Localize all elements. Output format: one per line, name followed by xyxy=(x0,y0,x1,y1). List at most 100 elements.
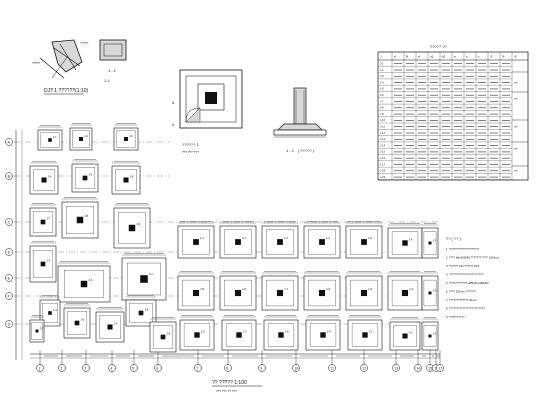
footing-label: J-2 xyxy=(88,278,92,282)
footing: J-1 xyxy=(261,271,299,311)
schedule-row-label: J-14 xyxy=(380,143,386,147)
col-axis-bubble xyxy=(436,364,444,372)
col-axis-label: 4 xyxy=(110,366,112,370)
footing-plan-detail: A A ?????? 1 ??? ??? ??? xyxy=(172,69,243,154)
note-line: 9. ???????? ?? xyxy=(446,315,465,319)
footing-label: J-9 xyxy=(166,332,170,336)
note-line: 4. ??????????????????????? xyxy=(446,273,484,277)
col-axis-bubble xyxy=(224,364,232,372)
schedule-row-label: J-16 xyxy=(380,156,386,160)
footing-label: J-9 xyxy=(136,222,140,226)
col-axis-label: 2 xyxy=(60,366,62,370)
col-axis-label: 3 xyxy=(84,366,86,370)
col-axis-label: 12 xyxy=(362,366,366,370)
col-axis-bubble xyxy=(360,364,368,372)
footing: J-7 xyxy=(221,315,257,351)
schedule-row-label: J-8 xyxy=(380,106,384,110)
footing-label: J-2 xyxy=(242,236,246,240)
column-mark xyxy=(192,289,200,297)
footing-label: J-1 xyxy=(46,259,50,263)
row-axis-label: A xyxy=(8,140,11,144)
column-mark xyxy=(402,333,408,339)
column-mark xyxy=(123,177,129,183)
note-line: 6. ???? 300mm ??????? xyxy=(446,290,476,294)
schedule-row-label: J-13 xyxy=(380,137,386,141)
col-axis-label: 8 xyxy=(226,366,228,370)
row-axis-bubble xyxy=(5,218,13,226)
schedule-row-label: J-10 xyxy=(380,118,386,122)
col-axis-label: 5 xyxy=(132,366,134,370)
footing-label: J-9 xyxy=(242,287,246,291)
col-axis-bubble xyxy=(194,364,202,372)
schedule-row-label: J-3 xyxy=(380,74,384,78)
col-axis-bubble xyxy=(414,364,422,372)
row-axis-label: G xyxy=(8,322,11,326)
row-axis-label: E xyxy=(8,276,11,280)
footing-label: J-6 xyxy=(114,321,118,325)
footing: J-1 xyxy=(37,125,63,151)
svg-text:1 - 1: 1 - 1 xyxy=(108,68,117,73)
footing: J-3 xyxy=(421,317,439,351)
col-axis-bubble xyxy=(108,364,116,372)
column-mark xyxy=(318,289,326,297)
col-axis-label: 14 xyxy=(416,366,420,370)
detail-a-caption: DJ? 1 ??????(1:10) xyxy=(44,88,89,94)
footing-plan-caption: ?????? 1 xyxy=(182,142,199,147)
row-axis-label: D xyxy=(8,250,11,254)
col-axis-label: 15 xyxy=(428,366,432,370)
schedule-side-note: ?? xyxy=(514,125,518,129)
footing: J-9 xyxy=(219,271,257,311)
svg-text:?????: ????? xyxy=(32,61,41,65)
column-mark xyxy=(41,177,47,183)
column-mark xyxy=(402,240,408,246)
column-mark xyxy=(48,311,52,315)
footing: J-3 xyxy=(345,271,383,311)
schedule-side-note: ?? xyxy=(514,81,518,85)
row-axis-label: F xyxy=(8,294,11,298)
col-axis-bubble xyxy=(154,364,162,372)
main-plan-title: ?? ????? 1:100 xyxy=(212,380,247,386)
column-mark xyxy=(48,138,52,142)
footing-label: J-6 xyxy=(130,174,134,178)
col-axis-label: 7 xyxy=(196,366,198,370)
footing: J-5 xyxy=(345,221,383,259)
footing-label: J-2 xyxy=(409,330,413,334)
footing-label: J-1 xyxy=(369,329,373,333)
footing: J-5 xyxy=(63,303,91,339)
footing: J-4 xyxy=(303,221,341,259)
column-mark xyxy=(194,332,200,338)
footing: J-2 xyxy=(389,317,421,351)
schedule-header: J xyxy=(380,55,382,59)
footing: J-7 xyxy=(29,315,45,343)
note-line: 7. ????????????? 40mm xyxy=(446,298,477,302)
row-axis-bubble xyxy=(5,320,13,328)
col-axis-bubble xyxy=(130,364,138,372)
column-mark xyxy=(160,334,166,340)
schedule-header: H xyxy=(418,55,420,59)
schedule-header: h1 xyxy=(430,55,434,59)
footing: J-7 xyxy=(421,223,439,259)
column-mark xyxy=(428,241,432,245)
schedule-row-label: J-1 xyxy=(380,62,384,66)
col-axis-bubble xyxy=(58,364,66,372)
footing: J-2 xyxy=(69,123,93,151)
column-mark xyxy=(193,239,199,245)
footing-label: J-6 xyxy=(201,329,205,333)
schedule-row-label: J-17 xyxy=(380,162,386,166)
footing: J-6 xyxy=(95,307,125,343)
col-axis-bubble xyxy=(292,364,300,372)
schedule-row-label: J-11 xyxy=(380,125,385,129)
footing-label: J-3 xyxy=(433,332,437,336)
schedule-title: ????? ?? xyxy=(430,44,447,49)
column-mark xyxy=(277,239,283,245)
footing-label: J-3 xyxy=(368,287,372,291)
footing-label: J-4 xyxy=(409,287,413,291)
row-axis-label: C xyxy=(8,220,11,224)
footing: J-9 xyxy=(149,317,177,353)
schedule-row-label: J-4 xyxy=(380,80,384,84)
footing: J-6 xyxy=(111,161,141,195)
svg-text:A: A xyxy=(172,123,175,127)
schedule-row-label: J-5 xyxy=(380,87,384,91)
footing: J-8 xyxy=(61,197,99,239)
footing-label: J-4 xyxy=(53,308,57,312)
